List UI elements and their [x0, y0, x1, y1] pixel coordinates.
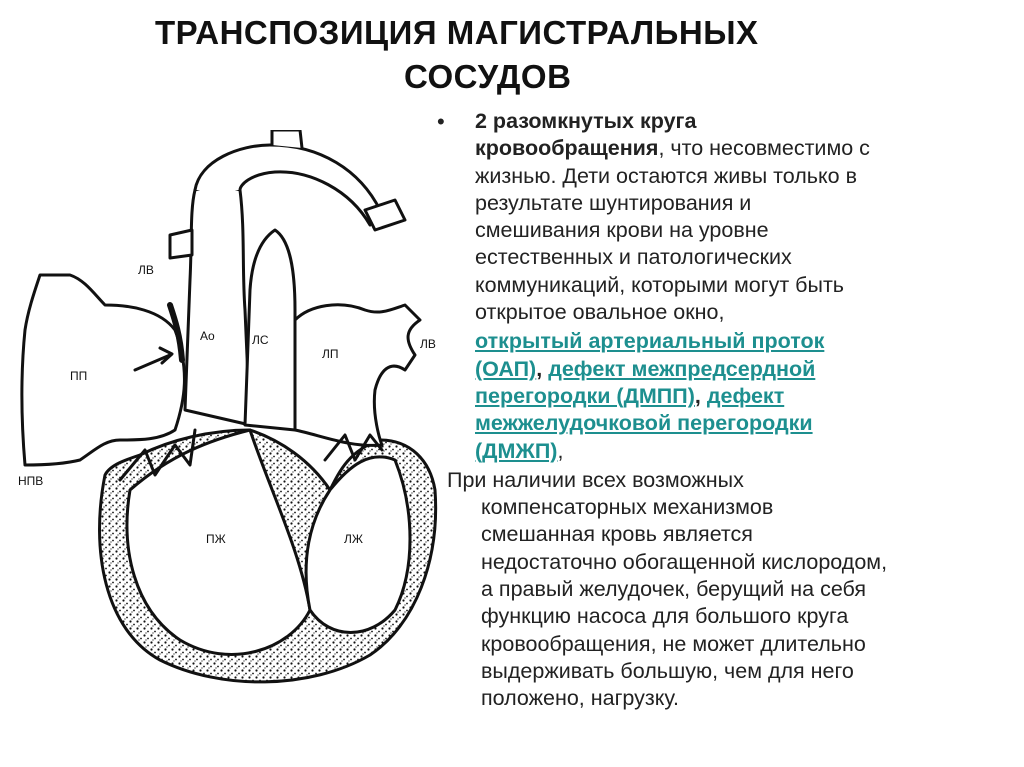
text-line: смешанная кровь является	[481, 522, 753, 547]
vessel-stub-top	[270, 130, 304, 150]
text-line: результате шунтирования и	[475, 190, 752, 215]
link-oap-1[interactable]: открытый артериальный проток	[475, 329, 825, 354]
bold-line-1: 2 разомкнутых круга	[475, 109, 697, 133]
paragraph-2: При наличии всех возможных компенсаторны…	[435, 467, 1015, 713]
text-line: компенсаторных механизмов	[481, 495, 774, 520]
comma: ,	[557, 438, 564, 463]
line-2-rest: , что несовместимо с	[658, 136, 870, 161]
text-line: смешивания крови на уровне	[475, 218, 769, 243]
link-dmzhp-1[interactable]: дефект	[706, 383, 785, 408]
text-line: открытое овальное окно,	[475, 300, 725, 325]
text-line: функцию насоса для большого круга	[481, 604, 849, 629]
label-lzh: ЛЖ	[344, 532, 363, 546]
text-line: выдерживать большую, чем для него	[481, 658, 854, 683]
slide-text: • 2 разомкнутых круга кровообращения, чт…	[435, 108, 1015, 713]
bullet-paragraph: • 2 разомкнутых круга кровообращения, чт…	[435, 108, 1015, 465]
link-dmzhp-2[interactable]: межжелудочковой перегородки	[475, 411, 813, 436]
bullet-dot: •	[437, 109, 445, 134]
label-ls: ЛС	[252, 333, 269, 347]
aorta	[183, 184, 252, 427]
text-line: положено, нагрузку.	[481, 686, 679, 711]
pulmonary-vein-stub	[363, 198, 407, 232]
link-dmpp-1[interactable]: дефект межпредсердной	[548, 356, 816, 381]
bold-line-2: кровообращения	[475, 136, 659, 161]
label-lp: ЛП	[322, 347, 339, 361]
paragraph-1: 2 разомкнутых круга кровообращения, что …	[475, 108, 1015, 326]
text-line: недостаточно обогащенной кислородом,	[481, 549, 888, 574]
text-line: а правый желудочек, берущий на себя	[481, 577, 867, 602]
text-line: кровообращения, не может длительно	[481, 631, 866, 656]
label-ao: Ао	[200, 329, 215, 343]
pulmonary-artery	[243, 228, 297, 432]
text-line: коммуникаций, которыми могут быть	[475, 272, 844, 297]
label-pp: ПП	[70, 369, 87, 383]
text-line: естественных и патологических	[475, 245, 792, 270]
left-ventricle-cavity	[304, 455, 412, 634]
link-oap-2[interactable]: (ОАП)	[475, 356, 537, 381]
comma: ,	[694, 383, 701, 408]
label-npv: НПВ	[18, 474, 43, 488]
left-atrium	[293, 303, 422, 447]
label-pzh: ПЖ	[206, 532, 226, 546]
comma: ,	[536, 356, 543, 381]
shunt-arrow	[133, 353, 172, 372]
tricuspid-valve	[118, 428, 197, 482]
text-line-first: При наличии всех возможных	[447, 467, 744, 492]
label-lv-right: ЛВ	[420, 337, 436, 351]
ductus-shadow	[167, 302, 185, 363]
mitral-valve	[323, 433, 384, 462]
text-line: жизнью. Дети остаются живы только в	[475, 163, 858, 188]
right-atrium	[20, 273, 186, 467]
links-paragraph: открытый артериальный проток (ОАП), дефе…	[475, 328, 1015, 464]
link-dmpp-2[interactable]: перегородки (ДМПП)	[475, 383, 695, 408]
left-vessel-stub	[168, 228, 194, 260]
slide-title-line-2: СОСУДОВ	[404, 58, 572, 95]
link-dmzhp-3[interactable]: (ДМЖП)	[475, 438, 558, 463]
slide-title-line-1: ТРАНСПОЗИЦИЯ МАГИСТРАЛЬНЫХ	[155, 14, 759, 51]
heart-diagram: ЛВ Ао ЛС ПП ЛП ЛВ НПВ ПЖ ЛЖ	[18, 130, 438, 684]
label-lv-top: ЛВ	[138, 263, 154, 277]
